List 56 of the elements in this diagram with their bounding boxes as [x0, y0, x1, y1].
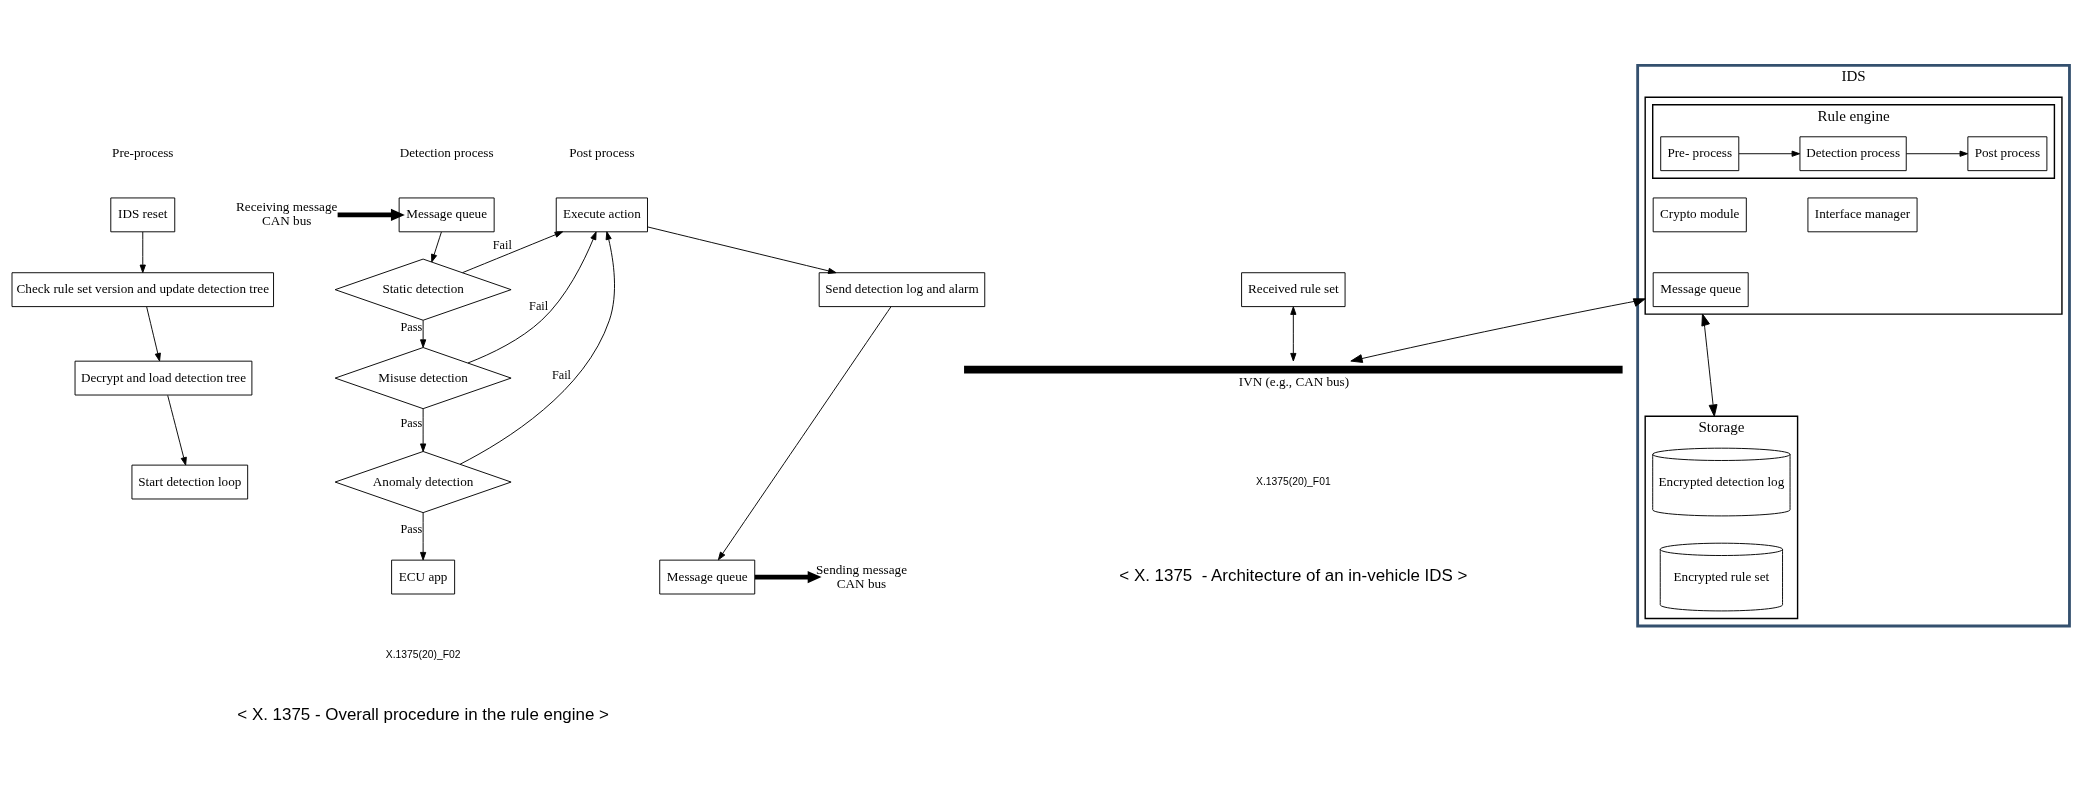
node-box: Send detection log and alarm: [818, 272, 986, 308]
node-text: Sending message CAN bus: [816, 561, 908, 591]
edge-label: Pass: [400, 522, 423, 537]
node-box: Received rule set: [1241, 272, 1346, 308]
arrow: [1350, 298, 1646, 363]
arrow: [420, 319, 427, 348]
node-diamond: Static detection: [334, 258, 512, 321]
label: Pre-process: [112, 145, 174, 161]
node-diamond: Anomaly detection: [334, 451, 512, 514]
arrow: [467, 231, 597, 364]
arrow: [167, 394, 187, 466]
node-box: [964, 365, 1623, 374]
arrow: [146, 306, 161, 362]
node-box: Decrypt and load detection tree: [74, 360, 253, 396]
node-box: Execute action: [555, 197, 648, 233]
node-box: Message queue: [398, 197, 495, 233]
arrow: [459, 231, 615, 465]
edge-label: Pass: [400, 319, 423, 334]
label: Detection process: [399, 145, 494, 161]
node-box: Start detection loop: [131, 464, 249, 500]
edge-label: Pass: [400, 415, 423, 430]
arrow: [1290, 306, 1297, 362]
label: X.1375(20)_F01: [1256, 475, 1331, 487]
node-box: Crypto module: [1652, 197, 1747, 233]
node-box: Message queue: [659, 559, 756, 595]
node-box: Post process: [1967, 136, 2048, 172]
edge-label: Fail: [529, 298, 549, 313]
arrow: [1905, 150, 1968, 157]
node-box: Check rule set version and update detection tree: [11, 272, 274, 308]
arrow: [754, 571, 822, 584]
label: X.1375(20)_F02: [385, 648, 461, 660]
arrow: [647, 226, 837, 274]
edge-label: Fail: [492, 237, 512, 252]
label: Post process: [569, 145, 635, 161]
arrow: [420, 408, 427, 452]
node-box: Detection process: [1799, 136, 1907, 172]
node-box: IDS reset: [110, 197, 176, 233]
arrow: [337, 208, 405, 221]
arrow: [139, 231, 146, 274]
node-box: Pre- process: [1660, 136, 1740, 172]
node-box: Message queue: [1652, 272, 1749, 308]
edge-label: Fail: [552, 367, 572, 382]
label: < X. 1375 - Overall procedure in the rule engine >: [237, 705, 609, 725]
node-label: IVN (e.g., CAN bus): [1238, 373, 1350, 389]
arrow: [1701, 313, 1718, 417]
label: < X. 1375 - Architecture of an in-vehicle IDS >: [1119, 566, 1468, 586]
node-text: Receiving message CAN bus: [236, 199, 338, 229]
arrow: [431, 231, 442, 263]
arrow: [462, 231, 564, 274]
cluster: [1644, 96, 2063, 315]
node-diamond: Misuse detection: [334, 347, 512, 410]
node-box: Interface manager: [1807, 197, 1918, 233]
arrow: [420, 512, 427, 561]
arrow: [1738, 150, 1801, 157]
node-box: ECU app: [391, 559, 456, 595]
arrow: [717, 306, 892, 561]
